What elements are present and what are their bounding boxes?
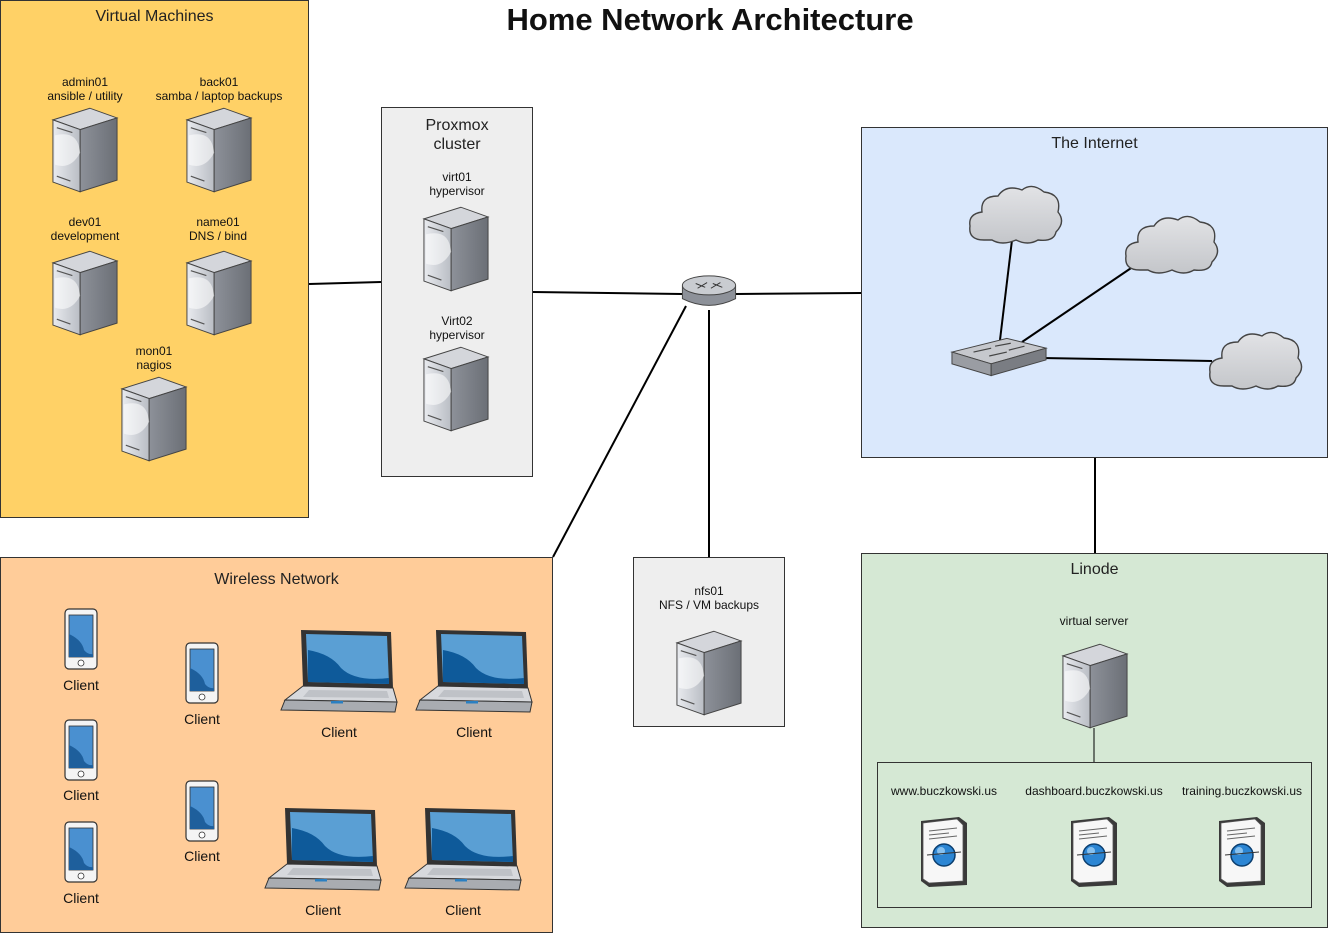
site-dashboard-label: dashboard.buczkowski.us xyxy=(1025,784,1163,798)
tablet-icon xyxy=(64,821,98,883)
server-icon xyxy=(120,375,188,463)
tablet-icon xyxy=(185,780,219,842)
tablet-icon xyxy=(64,719,98,781)
web-page-icon xyxy=(1217,815,1267,889)
client-label: Client xyxy=(184,848,220,864)
vm-back01-label: back01 samba / laptop backups xyxy=(149,75,289,103)
vm-dev01-label: dev01 development xyxy=(30,215,140,243)
nfs01-role: NFS / VM backups xyxy=(658,598,760,612)
proxmox-virt01-role: hypervisor xyxy=(429,184,485,198)
link-switch-cloud3 xyxy=(1041,357,1213,362)
tablet-icon xyxy=(64,608,98,670)
vm-back01-name: back01 xyxy=(199,75,239,89)
vm-mon01-label: mon01 nagios xyxy=(99,344,209,372)
client-label: Client xyxy=(305,902,341,918)
link-router-wireless xyxy=(552,305,687,558)
server-icon xyxy=(185,249,253,337)
site-www-label: www.buczkowski.us xyxy=(890,784,998,798)
vm-admin01-label: admin01 ansible / utility xyxy=(30,75,140,103)
client-label: Client xyxy=(456,724,492,740)
server-icon xyxy=(185,106,253,194)
client-label: Client xyxy=(184,711,220,727)
tablet-icon xyxy=(185,642,219,704)
vm-name01-name: name01 xyxy=(196,215,240,229)
internet-label: The Internet xyxy=(1051,135,1138,152)
proxmox-virt02-label: Virt02 hypervisor xyxy=(402,314,512,342)
web-page-icon xyxy=(1069,815,1119,889)
web-page-icon xyxy=(919,815,969,889)
client-label: Client xyxy=(445,902,481,918)
link-router-internet xyxy=(735,292,862,295)
switch-icon xyxy=(950,334,1048,378)
client-label: Client xyxy=(63,677,99,693)
wireless-network-label: Wireless Network xyxy=(214,571,339,588)
vm-admin01-role: ansible / utility xyxy=(47,89,123,103)
server-icon xyxy=(422,205,490,293)
server-icon xyxy=(1061,642,1129,730)
link-switch-cloud2 xyxy=(1021,261,1141,343)
link-vms-proxmox xyxy=(308,281,382,285)
vm-mon01-name: mon01 xyxy=(135,344,173,358)
cloud-icon xyxy=(1206,328,1306,392)
proxmox-virt01-label: virt01 hypervisor xyxy=(402,170,512,198)
link-proxmox-router xyxy=(532,291,683,295)
site-training-label: training.buczkowski.us xyxy=(1181,784,1303,798)
link-switch-cloud1 xyxy=(999,239,1013,341)
linode-label: Linode xyxy=(1070,561,1119,578)
vm-name01-label: name01 DNS / bind xyxy=(163,215,273,243)
linode-virtual-server-label: virtual server xyxy=(1059,614,1129,628)
proxmox-virt01-name: virt01 xyxy=(442,170,472,184)
server-icon xyxy=(675,629,743,717)
laptop-icon xyxy=(403,806,523,896)
nfs01-label: nfs01 NFS / VM backups xyxy=(634,584,784,612)
vm-dev01-role: development xyxy=(50,229,120,243)
proxmox-virt02-name: Virt02 xyxy=(441,314,473,328)
virtual-machines-label: Virtual Machines xyxy=(95,8,214,25)
laptop-icon xyxy=(263,806,383,896)
server-icon xyxy=(51,249,119,337)
proxmox-virt02-role: hypervisor xyxy=(429,328,485,342)
laptop-icon xyxy=(414,628,534,718)
nfs01-name: nfs01 xyxy=(694,584,724,598)
vm-dev01-name: dev01 xyxy=(68,215,102,229)
server-icon xyxy=(422,345,490,433)
vm-admin01-name: admin01 xyxy=(61,75,109,89)
laptop-icon xyxy=(279,628,399,718)
vm-mon01-role: nagios xyxy=(136,358,172,372)
diagram-title: Home Network Architecture xyxy=(506,2,914,37)
cloud-icon xyxy=(966,182,1066,246)
router-icon xyxy=(680,274,738,312)
client-label: Client xyxy=(63,787,99,803)
vm-name01-role: DNS / bind xyxy=(188,229,248,243)
proxmox-cluster-label: Proxmox cluster xyxy=(425,117,489,153)
server-icon xyxy=(51,106,119,194)
client-label: Client xyxy=(63,890,99,906)
client-label: Client xyxy=(321,724,357,740)
linode-sites-container xyxy=(877,762,1312,908)
vm-back01-role: samba / laptop backups xyxy=(155,89,283,103)
cloud-icon xyxy=(1122,212,1222,276)
